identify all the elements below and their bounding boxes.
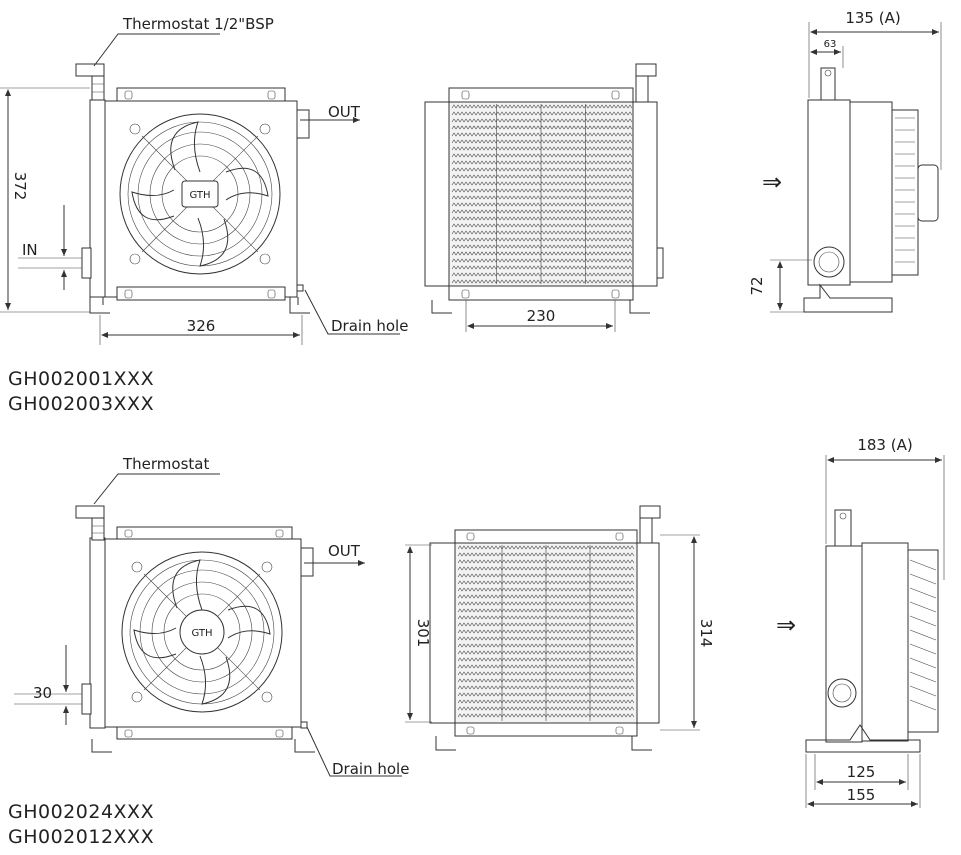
dim-foot-label: 125 xyxy=(847,763,876,781)
dim-width-326: 326 xyxy=(99,315,303,345)
dim-core-230: 230 xyxy=(465,300,616,332)
dim-core-label: 230 xyxy=(527,307,556,325)
bottom-rear-view xyxy=(429,505,661,751)
bottom-side-view xyxy=(805,509,939,753)
airflow-arrow-bottom: ⇒ xyxy=(776,611,796,639)
dim-height-372: 372 xyxy=(0,87,90,313)
fan-badge-bottom: GTH xyxy=(191,628,212,639)
model-2: GH002003XXX xyxy=(8,393,154,415)
drain-label-top: Drain hole xyxy=(331,317,408,335)
drain-label-bottom: Drain hole xyxy=(332,760,409,778)
dim-depth-135: 135 (A) 63 xyxy=(808,9,942,170)
radiator-fins xyxy=(451,104,633,284)
dim-in: IN xyxy=(18,205,82,290)
dim-core-height-301: 301 xyxy=(405,544,432,723)
out-label-bottom: OUT xyxy=(328,542,361,560)
thermostat-label-top: Thermostat 1/2"BSP xyxy=(122,15,274,33)
dim-foot-base: 125 155 xyxy=(805,754,921,808)
model-4: GH002012XXX xyxy=(8,826,154,848)
dim-depth183-label: 183 (A) xyxy=(857,436,912,454)
top-rear-view xyxy=(424,63,664,314)
dim-overall-height-label: 314 xyxy=(697,619,715,648)
model-1: GH002001XXX xyxy=(8,368,154,390)
bottom-front-view: GTH xyxy=(75,505,365,753)
dim-depth-small-label: 63 xyxy=(824,39,837,50)
thermostat-label-bottom: Thermostat xyxy=(122,455,209,473)
dim-depth-183: 183 (A) xyxy=(825,436,945,580)
dim-depth-label: 135 (A) xyxy=(845,9,900,27)
dim-width-label: 326 xyxy=(187,317,216,335)
model-3: GH002024XXX xyxy=(8,801,154,823)
dim-inlet-label: 72 xyxy=(748,276,766,295)
fan-badge: GTH xyxy=(189,190,210,201)
top-front-view: GTH xyxy=(75,63,360,314)
dim-inlet-72: 72 xyxy=(748,259,812,313)
dim-inlet-30: 30 xyxy=(14,645,82,725)
airflow-arrow-top: ⇒ xyxy=(762,168,782,196)
dim-inlet30-label: 30 xyxy=(33,684,52,702)
top-side-view xyxy=(803,67,939,313)
in-label-top: IN xyxy=(22,241,38,259)
dim-base-label: 155 xyxy=(847,786,876,804)
dim-overall-314: 314 xyxy=(660,534,715,731)
dim-core-height-label: 301 xyxy=(414,619,432,648)
out-label-top: OUT xyxy=(328,103,361,121)
dim-height-label: 372 xyxy=(11,172,29,201)
